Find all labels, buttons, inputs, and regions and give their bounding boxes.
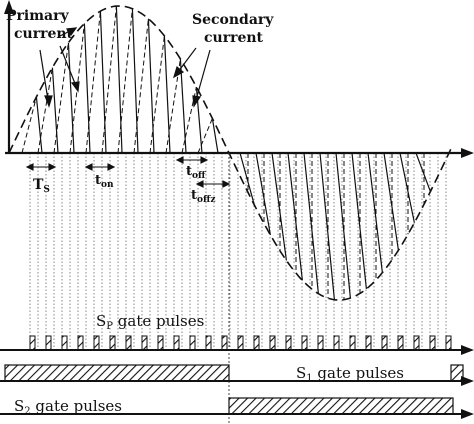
primary-current-label: Primary current <box>6 8 74 42</box>
secondary-ramp <box>303 152 319 294</box>
secondary-fall <box>35 96 43 154</box>
secondary-fall <box>83 23 91 154</box>
primary-ramp <box>37 67 53 154</box>
s2-gate-label: S2 gate pulses <box>14 397 122 417</box>
sp-gate-pulse-train <box>29 335 452 351</box>
sp-gate-pulse <box>253 335 260 351</box>
secondary-fall <box>51 67 59 154</box>
s1-gate-pulse-first <box>4 364 230 382</box>
secondary-ramp <box>415 152 431 192</box>
svg-text:current: current <box>14 26 74 42</box>
sp-gate-pulse <box>109 335 116 351</box>
sp-gate-pulse <box>445 335 452 351</box>
sp-gate-pulse <box>77 335 84 351</box>
secondary-ramp <box>367 152 383 273</box>
sp-gate-pulse <box>125 335 132 351</box>
svg-text:Secondary: Secondary <box>192 12 274 28</box>
s1-gate-label: S1 gate pulses <box>296 364 404 384</box>
primary-current-arrows <box>39 27 80 108</box>
sp-gate-pulse <box>397 335 404 351</box>
secondary-fall <box>99 11 107 154</box>
secondary-ramp <box>239 152 255 206</box>
secondary-fall <box>67 42 75 154</box>
primary-ramp <box>53 42 69 154</box>
ton-annotation <box>84 163 116 171</box>
primary-ramp <box>149 35 165 154</box>
secondary-ramp <box>287 152 303 281</box>
sp-gate-pulse <box>189 335 196 351</box>
sp-gate-pulse <box>205 335 212 351</box>
primary-ramp <box>101 6 117 154</box>
sp-axis <box>0 345 474 355</box>
primary-ramp <box>21 96 37 154</box>
primary-ramp <box>117 8 133 154</box>
sp-gate-pulse <box>61 335 68 351</box>
secondary-fall <box>211 118 219 154</box>
sp-gate-pulse <box>173 335 180 351</box>
sp-gate-pulse <box>93 335 100 351</box>
toffz-label: toffz <box>191 188 216 205</box>
sp-gate-pulse <box>29 335 36 351</box>
secondary-ramp <box>335 152 351 299</box>
ton-label: ton <box>95 173 114 190</box>
primary-ramp <box>197 118 213 154</box>
sp-gate-pulse <box>333 335 340 351</box>
ts-label: TS <box>33 177 50 195</box>
secondary-current-label: Secondary current <box>192 12 274 46</box>
sp-gate-pulse <box>269 335 276 351</box>
secondary-fall <box>147 18 155 154</box>
sp-gate-pulse <box>349 335 356 351</box>
sp-gate-label: SP gate pulses <box>96 312 204 332</box>
sp-gate-pulse <box>301 335 308 351</box>
secondary-fall <box>131 8 139 154</box>
toff-annotation <box>175 156 209 164</box>
svg-text:Primary: Primary <box>6 8 69 24</box>
secondary-ramp <box>255 152 271 236</box>
svg-text:current: current <box>204 30 264 46</box>
primary-current-envelope <box>8 5 452 301</box>
primary-ramp <box>85 11 101 154</box>
sp-gate-pulse <box>365 335 372 351</box>
secondary-ramp <box>319 152 335 300</box>
secondary-ramp <box>383 152 399 251</box>
toffz-annotation <box>195 180 231 188</box>
current-axis <box>4 0 474 158</box>
sp-gate-pulse <box>237 335 244 351</box>
sp-gate-pulse <box>413 335 420 351</box>
secondary-ramp <box>351 152 367 289</box>
sp-gate-pulse <box>285 335 292 351</box>
secondary-ramp <box>271 152 287 261</box>
ts-annotation <box>25 163 57 171</box>
sp-gate-pulse <box>317 335 324 351</box>
sp-gate-pulse <box>429 335 436 351</box>
secondary-fall <box>115 6 123 154</box>
sp-gate-pulse <box>221 335 228 351</box>
switching-grid <box>29 153 447 350</box>
sp-gate-pulse <box>45 335 52 351</box>
secondary-current-arrows <box>173 47 211 108</box>
s1-axis <box>0 376 474 386</box>
secondary-fall <box>179 58 187 154</box>
s2-gate-pulse <box>228 397 454 415</box>
secondary-current-sawtooth <box>21 6 431 300</box>
primary-ramp <box>133 18 149 154</box>
sp-gate-pulse <box>157 335 164 351</box>
secondary-ramp <box>399 152 415 223</box>
s2-axis <box>0 409 474 419</box>
sp-gate-pulse <box>381 335 388 351</box>
sp-gate-pulse <box>141 335 148 351</box>
toff-label: toff <box>186 164 206 181</box>
